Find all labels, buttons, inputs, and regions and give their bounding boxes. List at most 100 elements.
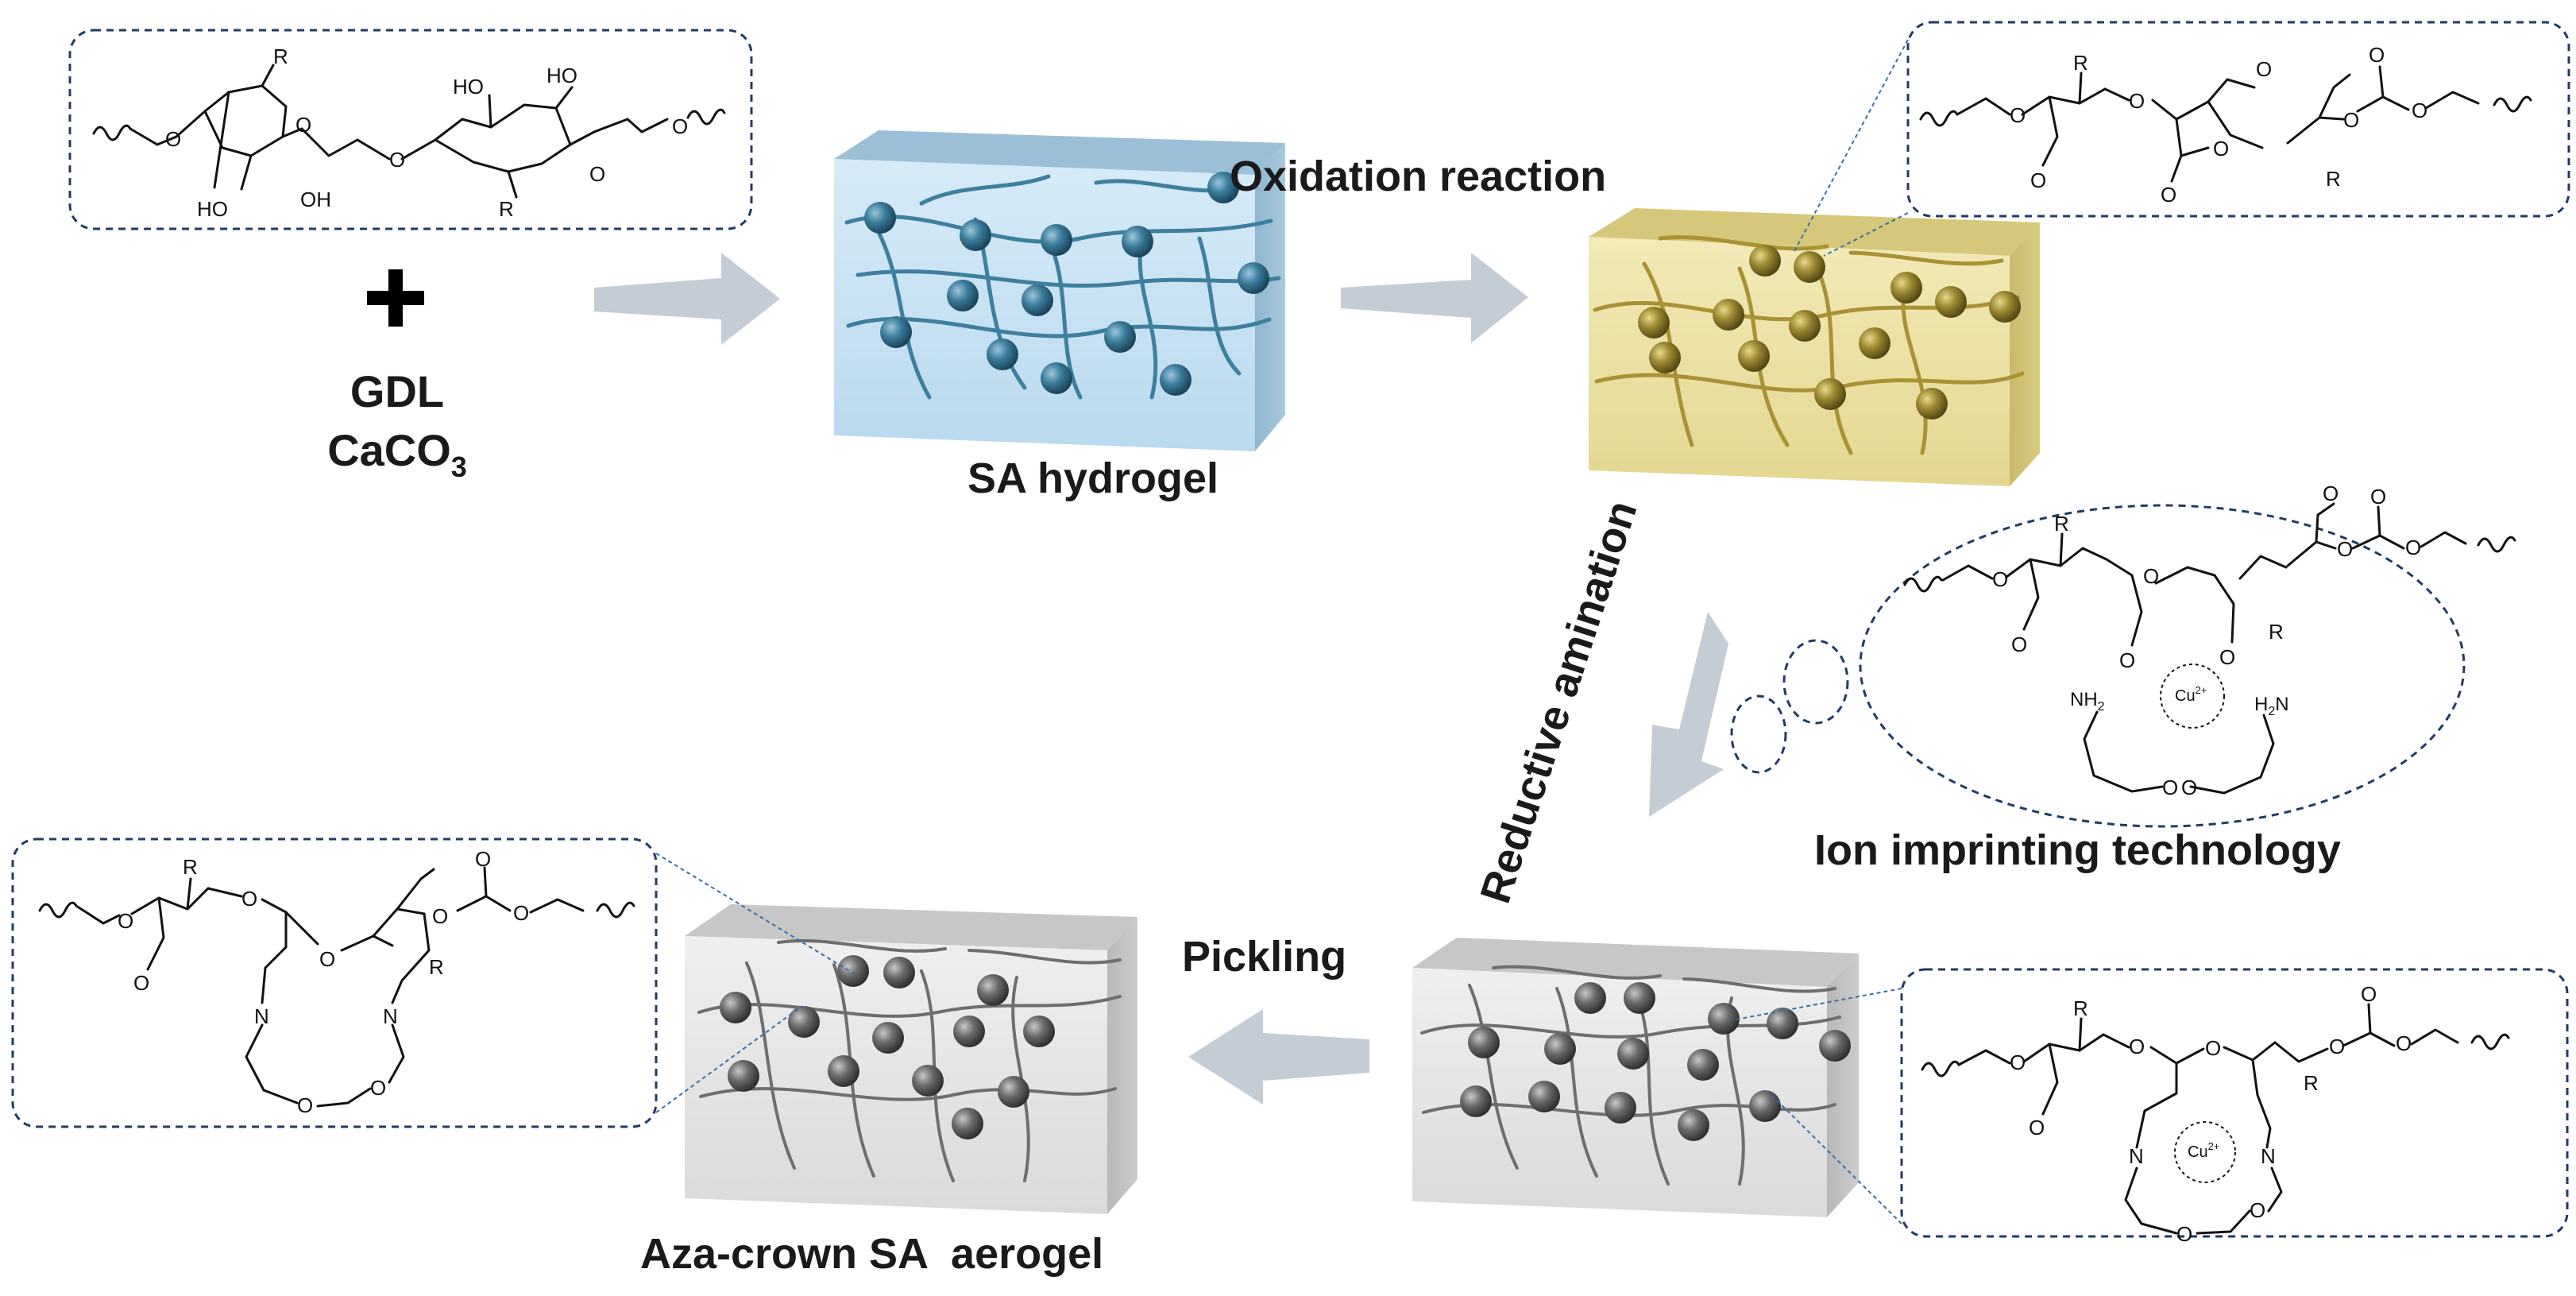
struct3-o-aldehyde-3: O	[2219, 645, 2235, 669]
sa-hydrogel-label: SA hydrogel	[967, 455, 1218, 502]
arrow-right-icon	[594, 253, 780, 345]
beads-yellow-bead-5	[1638, 307, 1670, 339]
beads-gray-left-bead-12	[952, 1108, 983, 1139]
struct1-o-1: O	[165, 127, 181, 151]
pickling-label: Pickling	[1182, 933, 1346, 981]
beads-yellow-bead-2	[1890, 272, 1922, 304]
struct2-o-2: O	[2129, 89, 2145, 113]
struct3-o-3: O	[2337, 537, 2353, 561]
struct1-r-2: R	[499, 197, 514, 221]
struct1-o-bridge: O	[389, 148, 405, 172]
ion-imprinting-label: Ion imprinting technology	[1814, 826, 2341, 874]
beads-yellow-bead-6	[1713, 299, 1744, 331]
beads-gray-right-bead-1	[1624, 982, 1655, 1014]
struct5-o-4: O	[432, 904, 448, 928]
struct1-o-ring-1: O	[295, 113, 311, 137]
reagent-caco3: CaCO3	[327, 425, 467, 483]
beads-gray-right-bead-9	[1460, 1085, 1492, 1117]
beads-gray-left-bead-0	[837, 955, 869, 987]
struct1-ho-2: HO	[453, 75, 484, 99]
beads-blue-bead-7	[1022, 284, 1053, 316]
struct3-nh2-base: NH	[2070, 689, 2098, 710]
thought-bubble-icon	[1730, 639, 1849, 774]
beads-blue-bead-3	[1122, 226, 1153, 257]
struct5-o-crown-2: O	[370, 1076, 386, 1100]
struct2-o-aldehyde-3: O	[2256, 57, 2272, 81]
beads-gray-right-bead-5	[1468, 1027, 1500, 1058]
struct4-n-1: N	[2129, 1144, 2144, 1168]
beads-gray-right-bead-12	[1678, 1109, 1709, 1141]
beads-yellow-bead-1	[1794, 251, 1825, 283]
beads-blue-bead-9	[880, 316, 912, 348]
reductive-amination-label: Reductive amination	[1471, 495, 1646, 909]
struct4-o-2: O	[2129, 1035, 2145, 1058]
struct4-r-2: R	[2304, 1071, 2319, 1095]
struct5-o-crown-1: O	[297, 1093, 313, 1117]
struct4-cu-charge: 2+	[2208, 1140, 2220, 1152]
beads-gray-left-bead-6	[953, 1016, 985, 1047]
struct4-r-1: R	[2073, 996, 2088, 1020]
beads-gray-right-bead-4	[1819, 1030, 1851, 1062]
struct5-o-aldehyde-1: O	[133, 971, 149, 995]
struct2-o-aldehyde-1: O	[2030, 168, 2046, 192]
struct2-o-4: O	[2343, 108, 2359, 132]
struct4-o-4: O	[2329, 1035, 2345, 1058]
struct5-o-aldehyde-2: O	[475, 847, 491, 871]
beads-gray-left-bead-3	[720, 992, 751, 1023]
aerogel-label: Aza-crown SA aerogel	[640, 1230, 1103, 1278]
beads-gray-left-bead-11	[998, 1076, 1029, 1108]
beads-gray-left-bead-10	[912, 1065, 944, 1097]
beads-gray-left-bead-2	[977, 974, 1009, 1006]
struct2-o-5: O	[2412, 99, 2427, 122]
struct5-n-1: N	[254, 1004, 269, 1028]
beads-gray-right-bead-13	[1749, 1090, 1781, 1122]
struct5-o-1: O	[118, 909, 133, 933]
struct3-o-aldehyde-5: O	[2370, 485, 2386, 509]
struct3-cu-base: Cu	[2175, 687, 2196, 705]
arrow-down-icon	[1649, 612, 1728, 817]
beads-yellow-bead-9	[1649, 342, 1681, 373]
struct4-o-aldehyde-1: O	[2029, 1116, 2045, 1139]
beads-yellow-bead-3	[1935, 286, 1967, 318]
struct2-r-2: R	[2326, 167, 2341, 191]
struct2-o-aldehyde-4: O	[2369, 43, 2385, 67]
struct2-o-1: O	[2010, 103, 2026, 127]
plus-icon	[367, 269, 424, 327]
struct3-o-aldehyde-2: O	[2119, 648, 2135, 672]
struct4-cu: Cu2+	[2188, 1140, 2219, 1161]
reagent-caco3-base: CaCO	[327, 425, 451, 475]
beads-gray-right-bead-0	[1574, 982, 1606, 1014]
struct5-o-2: O	[241, 887, 257, 911]
beads-blue-bead-2	[1041, 224, 1072, 256]
beads-gray-right-bead-10	[1528, 1081, 1560, 1112]
beads-blue-bead-8	[1104, 321, 1136, 353]
beads-blue-bead-11	[1160, 364, 1191, 396]
beads-yellow-bead-12	[1916, 388, 1948, 420]
struct3-cu-charge: 2+	[2196, 684, 2207, 696]
beads-blue-bead-6	[947, 280, 979, 311]
struct5-r-1: R	[183, 855, 198, 879]
struct4-n-2: N	[2261, 1144, 2276, 1168]
alginate-structure-box: R O O O HO OH HO HO O R O	[68, 29, 753, 230]
struct4-o-crown-2: O	[2250, 1198, 2265, 1222]
struct3-o-4: O	[2405, 536, 2421, 559]
beads-blue-bead-1	[960, 219, 991, 251]
beads-yellow-bead-0	[1749, 245, 1781, 277]
reagent-gdl: GDL	[350, 366, 444, 416]
struct4-o-5: O	[2396, 1031, 2412, 1055]
arrow-left-icon	[1188, 1009, 1369, 1105]
beads-gray-left-bead-7	[1023, 1016, 1055, 1047]
struct3-r-1: R	[2054, 512, 2069, 536]
struct3-o-aldehyde-4: O	[2323, 482, 2338, 505]
struct4-o-aldehyde-2: O	[2361, 982, 2377, 1006]
struct3-h2n-n: N	[2275, 694, 2288, 715]
struct3-h2n-sub: 2	[2268, 705, 2275, 718]
arrow-right-icon	[1341, 253, 1528, 343]
struct5-o-5: O	[513, 901, 529, 925]
beads-gray-right-bead-2	[1708, 1003, 1740, 1035]
aerogel-block	[685, 904, 1137, 1214]
beads-blue-bead-12	[1041, 362, 1072, 394]
struct4-o-crown-1: O	[2176, 1222, 2192, 1246]
struct3-h2n-base: H	[2254, 694, 2268, 715]
